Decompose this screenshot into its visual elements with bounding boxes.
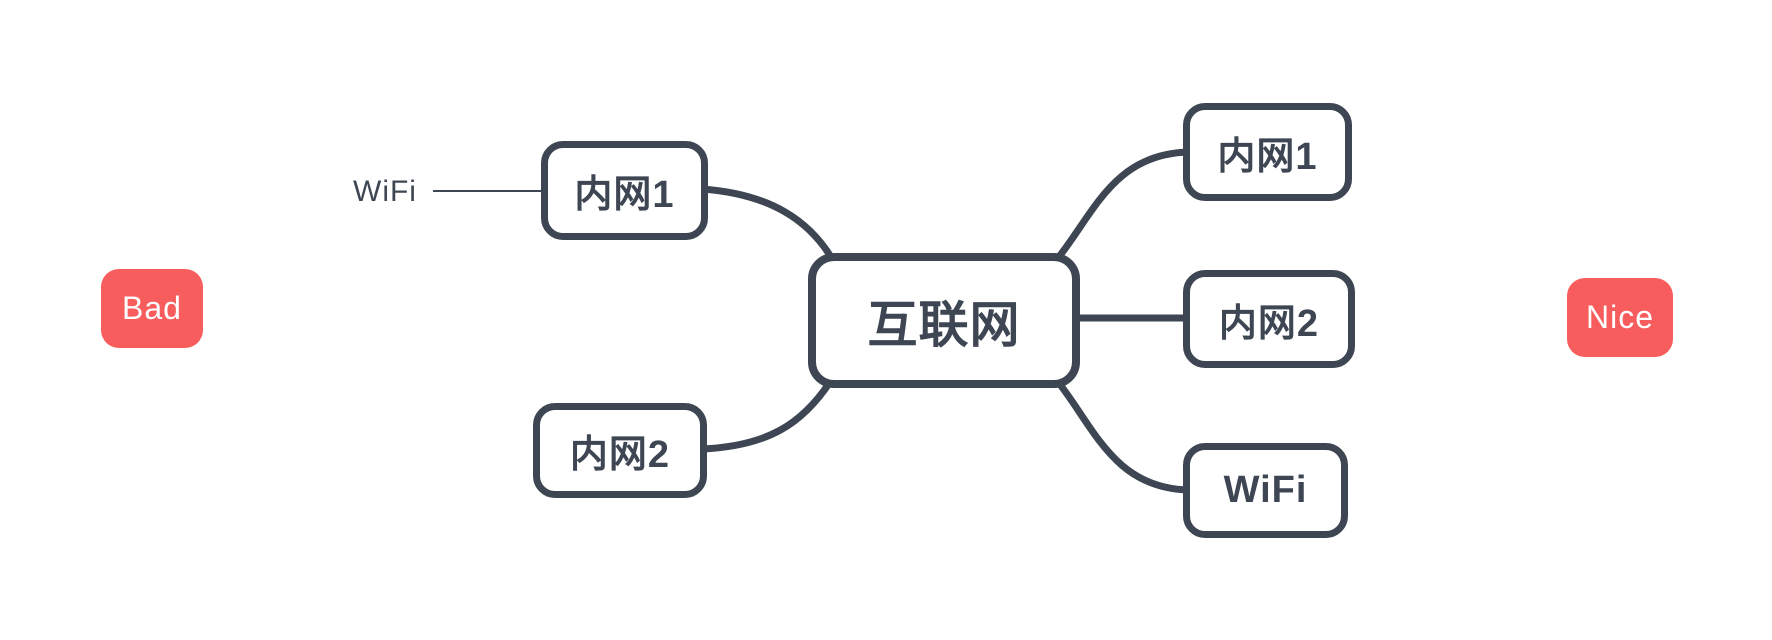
connector-left-2 xyxy=(698,378,834,453)
wifi-floating-label[interactable]: WiFi xyxy=(353,175,417,208)
bad-badge: Bad xyxy=(101,269,203,348)
node-nice-intranet-2[interactable]: 内网2 xyxy=(1183,270,1355,368)
node-bad-intranet-2[interactable]: 内网2 xyxy=(533,403,707,498)
connector-right-3 xyxy=(1054,378,1194,494)
nice-badge: Nice xyxy=(1567,278,1673,357)
node-nice-wifi[interactable]: WiFi xyxy=(1183,443,1348,538)
node-bad-intranet-1[interactable]: 内网1 xyxy=(541,141,708,240)
connector-right-1 xyxy=(1054,148,1194,262)
node-internet-center[interactable]: 互联网 xyxy=(808,253,1080,388)
node-nice-intranet-1[interactable]: 内网1 xyxy=(1183,103,1352,201)
connector-left-1 xyxy=(698,185,838,266)
